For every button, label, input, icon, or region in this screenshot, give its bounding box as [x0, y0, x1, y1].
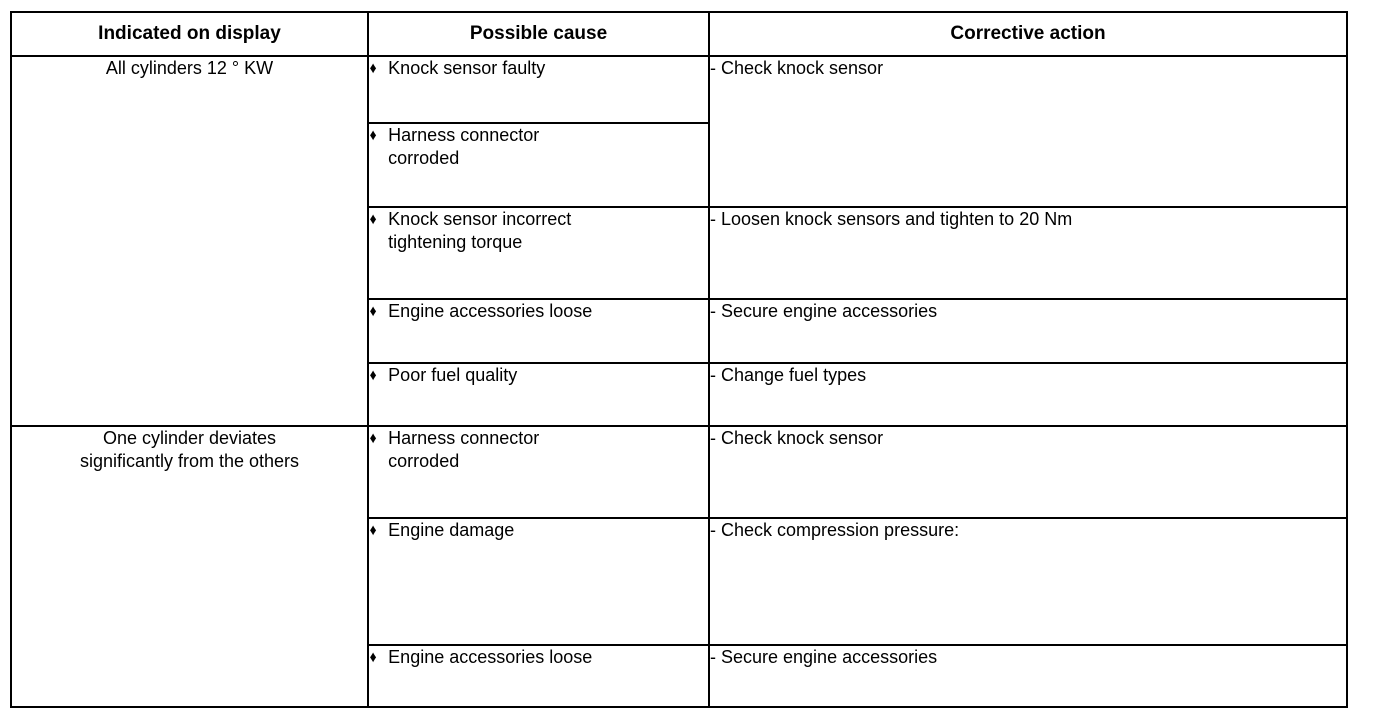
bullet-item: ♦ Poor fuel quality — [369, 364, 708, 387]
action-text: - Secure engine accessories — [710, 301, 938, 321]
diamond-bullet-icon: ♦ — [369, 303, 377, 320]
table-row: ♦ Engine accessories loose - Secure engi… — [11, 644, 1348, 708]
action-text: - Secure engine accessories — [710, 647, 938, 667]
cause-line: Harness connector — [388, 428, 540, 448]
column-header-indicated-on-display: Indicated on display — [10, 11, 369, 57]
column-header-possible-cause: Possible cause — [367, 11, 710, 57]
cause-cell: ♦ Harness connector corroded — [367, 425, 710, 519]
cause-cell: ♦ Knock sensor faulty — [367, 55, 710, 124]
cause-cell: ♦ Poor fuel quality — [367, 362, 710, 427]
fault-diagnosis-table: Indicated on display Possible cause Corr… — [10, 11, 1348, 708]
cause-text: Knock sensor incorrect tightening torque — [388, 208, 708, 254]
cause-line: corroded — [388, 451, 460, 471]
cause-line: Poor fuel quality — [388, 365, 518, 385]
table-header: Indicated on display Possible cause Corr… — [10, 11, 1348, 57]
cause-line: tightening torque — [388, 232, 523, 252]
cause-cell: ♦ Engine accessories loose — [367, 644, 710, 708]
cause-text: Engine accessories loose — [388, 300, 708, 323]
column-header-corrective-action: Corrective action — [708, 11, 1348, 57]
action-cell: - Check knock sensor — [708, 55, 1348, 208]
bullet-item: ♦ Engine accessories loose — [369, 300, 708, 323]
bullet-item: ♦ Harness connector corroded — [369, 124, 708, 170]
table-row: ♦ Knock sensor incorrect tightening torq… — [11, 206, 1348, 300]
bullet-item: ♦ Engine damage — [369, 519, 708, 542]
cause-cell: ♦ Engine accessories loose — [367, 298, 710, 364]
table-row: All cylinders 12 ° KW ♦ Knock sensor fau… — [10, 55, 1348, 427]
action-text: - Loosen knock sensors and tighten to 20… — [710, 209, 1073, 229]
action-cell: - Loosen knock sensors and tighten to 20… — [708, 206, 1348, 300]
display-line: significantly from the others — [79, 451, 300, 471]
bullet-item: ♦ Knock sensor faulty — [369, 57, 708, 80]
display-cell-section-1: All cylinders 12 ° KW — [10, 55, 369, 427]
cause-line: Knock sensor incorrect — [388, 209, 572, 229]
table-row: One cylinder deviates significantly from… — [10, 425, 1348, 708]
bullet-item: ♦ Knock sensor incorrect tightening torq… — [369, 208, 708, 254]
diamond-bullet-icon: ♦ — [369, 522, 377, 539]
cause-line: Engine damage — [388, 520, 515, 540]
cause-line: Engine accessories loose — [388, 647, 593, 667]
diamond-bullet-icon: ♦ — [369, 211, 377, 228]
diamond-bullet-icon: ♦ — [369, 367, 377, 384]
diamond-bullet-icon: ♦ — [369, 649, 377, 666]
cause-text: Poor fuel quality — [388, 364, 708, 387]
cause-cell: ♦ Knock sensor incorrect tightening torq… — [367, 206, 710, 300]
action-text: - Change fuel types — [710, 365, 867, 385]
cause-text: Engine damage — [388, 519, 708, 542]
action-text: - Check knock sensor — [710, 428, 884, 448]
bullet-item: ♦ Harness connector corroded — [369, 427, 708, 473]
cause-text: Knock sensor faulty — [388, 57, 708, 80]
cause-cell: ♦ Harness connector corroded — [367, 122, 710, 208]
display-cell-section-2: One cylinder deviates significantly from… — [10, 425, 369, 708]
action-text: - Check compression pressure: — [710, 520, 960, 540]
action-cell: - Secure engine accessories — [708, 644, 1348, 708]
header-row: Indicated on display Possible cause Corr… — [10, 11, 1348, 57]
table-row: ♦ Engine accessories loose - Secure engi… — [11, 298, 1348, 364]
cause-line: Engine accessories loose — [388, 301, 593, 321]
cause-line: Knock sensor faulty — [388, 58, 546, 78]
table-row: ♦ Harness connector corroded — [11, 122, 1347, 208]
cause-text: Harness connector corroded — [388, 124, 708, 170]
action-text: - Check knock sensor — [710, 58, 884, 78]
table-row: ♦ Poor fuel quality - Change fuel types — [11, 362, 1348, 427]
diamond-bullet-icon: ♦ — [369, 60, 377, 77]
cause-cell: ♦ Engine damage — [367, 517, 710, 646]
cause-text: Harness connector corroded — [388, 427, 708, 473]
diamond-bullet-icon: ♦ — [369, 430, 377, 447]
display-line: One cylinder deviates — [102, 428, 277, 448]
action-cell: - Check compression pressure: — [708, 517, 1348, 646]
display-line: All cylinders 12 ° KW — [105, 58, 274, 78]
table-body: All cylinders 12 ° KW ♦ Knock sensor fau… — [10, 55, 1348, 708]
action-cell: - Change fuel types — [708, 362, 1348, 427]
diamond-bullet-icon: ♦ — [369, 127, 377, 144]
table-row: ♦ Engine damage - Check compression pres… — [11, 517, 1348, 646]
bullet-item: ♦ Engine accessories loose — [369, 646, 708, 669]
cause-line: Harness connector — [388, 125, 540, 145]
cause-line: corroded — [388, 148, 460, 168]
cause-text: Engine accessories loose — [388, 646, 708, 669]
action-cell: - Check knock sensor — [708, 425, 1348, 519]
action-cell: - Secure engine accessories — [708, 298, 1348, 364]
